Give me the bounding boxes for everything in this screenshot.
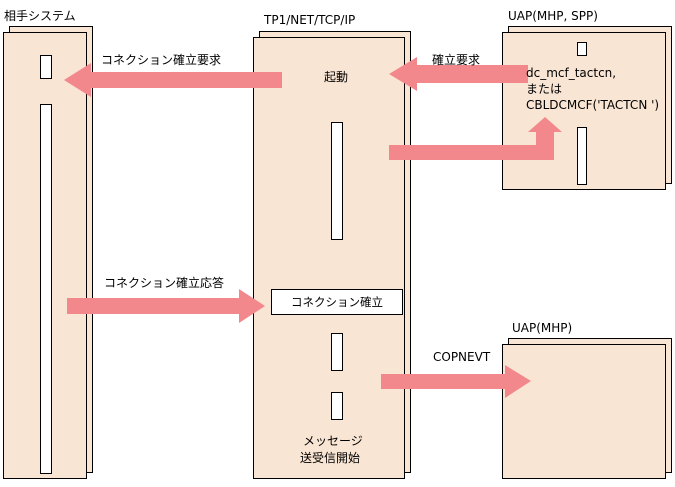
func-name-line1: dc_mcf_tactcn, (526, 66, 617, 80)
tp1-net-title: TP1/NET/TCP/IP (264, 13, 356, 27)
uap-top-activation-bar-small (577, 42, 587, 56)
uap-mhp-box (502, 344, 666, 479)
message-line1: メッセージ (303, 434, 363, 448)
copnevt-label: COPNEVT (433, 350, 491, 364)
connection-response-arrow (67, 289, 265, 323)
connection-established-box: コネクション確立 (271, 289, 403, 315)
tp1-activation-bar-2 (331, 333, 343, 371)
uap-top-title: UAP(MHP, SPP) (508, 9, 598, 23)
uap-bottom-title: UAP(MHP) (512, 321, 573, 335)
tp1-activation-bar-1 (331, 122, 343, 240)
tp1-activation-bar-3 (331, 392, 343, 420)
connection-established-label: コネクション確立 (291, 295, 383, 309)
partner-system-title: 相手システム (4, 9, 76, 23)
tp1-to-uap-elbow-arrow (389, 117, 562, 160)
message-line2: 送受信開始 (300, 451, 361, 465)
connection-response-label: コネクション確立応答 (104, 276, 225, 290)
establish-request-label: 確立要求 (432, 53, 481, 67)
func-name-line2: または (526, 82, 563, 96)
copnevt-arrow (381, 365, 531, 398)
establish-request-arrow (389, 57, 528, 91)
tp1-net-lane (253, 37, 405, 479)
startup-label: 起動 (324, 70, 349, 84)
connection-request-arrow (64, 63, 282, 97)
uap-top-activation-bar-long (577, 127, 587, 185)
connection-request-label: コネクション確立要求 (101, 53, 222, 67)
partner-activation-bar-long (40, 104, 52, 474)
partner-activation-bar-small (40, 55, 52, 79)
func-name-line3: CBLDCMCF('TACTCN ') (526, 98, 660, 112)
